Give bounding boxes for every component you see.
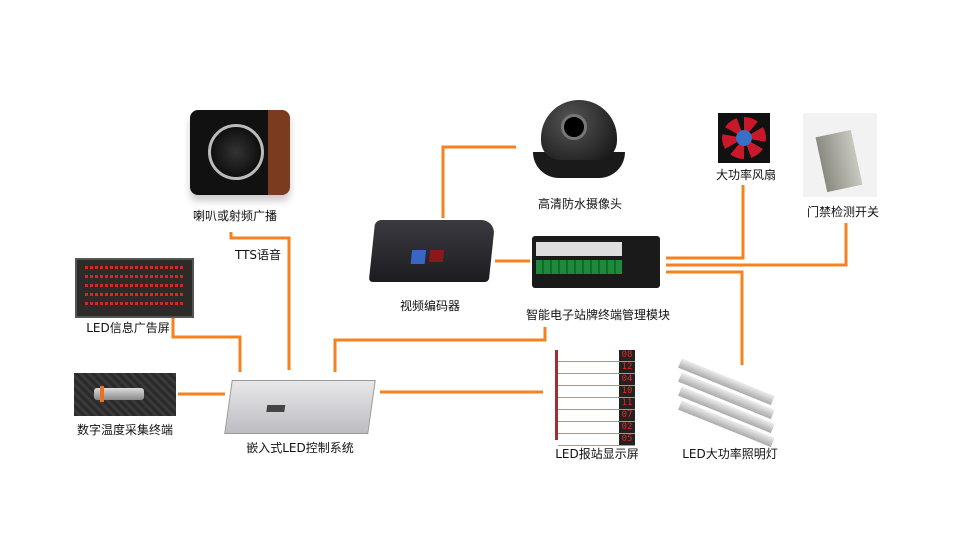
speaker-label: 喇叭或射频广播 [192, 209, 278, 223]
bus-number: 07 [619, 410, 635, 421]
led-lights-label: LED大功率照明灯 [682, 447, 778, 461]
bus-number: 08 [619, 350, 635, 361]
door-switch-label: 门禁检测开关 [806, 205, 880, 219]
temp-sensor-label: 数字温度采集终端 [76, 423, 174, 437]
led-info-screen-image [75, 258, 194, 318]
camera-image [533, 100, 625, 182]
tts-label: TTS语音 [234, 248, 282, 262]
video-encoder-image [368, 220, 496, 282]
line-module-switch [666, 223, 848, 267]
line-speaker-controller [229, 232, 291, 370]
bus-led-display-image: 08 12 04 10 11 07 02 05 [555, 350, 635, 446]
bus-number: 05 [619, 434, 635, 445]
led-lights-image [678, 358, 785, 448]
line-ledscreen-controller [171, 318, 242, 372]
module-label: 智能电子站牌终端管理模块 [525, 308, 671, 322]
controller-image [224, 380, 376, 434]
bus-number: 02 [619, 422, 635, 433]
bus-led-display-label: LED报站显示屏 [555, 447, 639, 461]
line-controller-module [333, 327, 547, 372]
led-info-screen-label: LED信息广告屏 [86, 321, 170, 335]
controller-label: 嵌入式LED控制系统 [246, 441, 354, 455]
bus-number: 12 [619, 362, 635, 373]
bus-number: 11 [619, 398, 635, 409]
door-switch-image [803, 113, 877, 197]
fan-image [718, 113, 770, 163]
line-module-lights [666, 270, 744, 365]
bus-number: 04 [619, 374, 635, 385]
fan-label: 大功率风扇 [715, 168, 777, 182]
module-image [532, 236, 660, 288]
temp-sensor-image [74, 373, 176, 416]
video-encoder-label: 视频编码器 [399, 299, 461, 313]
line-encoder-camera [441, 145, 516, 218]
camera-label: 高清防水摄像头 [537, 197, 623, 211]
bus-number: 10 [619, 386, 635, 397]
speaker-image [190, 110, 290, 195]
line-module-fan [666, 185, 745, 260]
